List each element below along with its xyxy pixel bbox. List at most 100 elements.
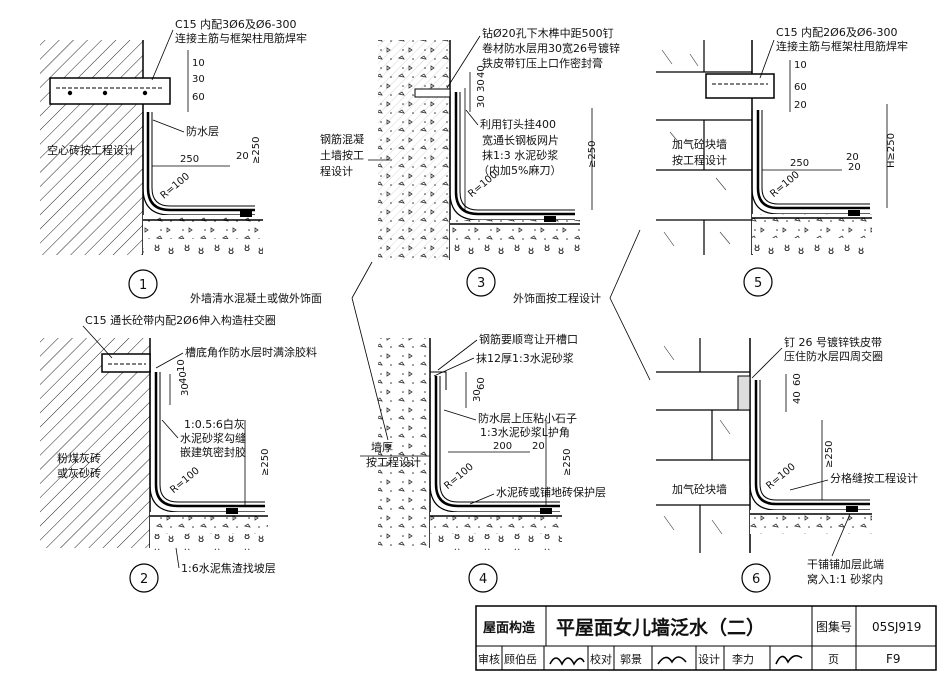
page-number: F9 — [886, 652, 901, 666]
svg-text:60: 60 — [476, 377, 487, 390]
svg-text:250: 250 — [180, 154, 199, 165]
detail-2: C15 通长砼带内配2Ø6伸入构造柱交圈 槽底角作防水层时满涂胶料 1:0.5:… — [40, 313, 317, 593]
label-outer-finish: 外饰面按工程设计 — [513, 291, 601, 305]
d6-side-note: 分格缝按工程设计 — [830, 471, 918, 485]
d5-wall-label-1: 加气砼块墙 — [672, 137, 727, 151]
atlas-number: 05SJ919 — [872, 620, 921, 634]
svg-text:20: 20 — [794, 100, 807, 111]
d2-slope-label: 1:6水泥焦渣找坡层 — [181, 561, 276, 575]
d2-note-mortar-3: 嵌建筑密封胶 — [180, 445, 246, 459]
svg-text:审核: 审核 — [478, 652, 500, 666]
d3-note-5: 宽通长钢板网片 — [482, 133, 559, 147]
d3-note-2: 卷材防水层用30宽26号镀锌 — [482, 41, 620, 55]
aerated-block-wall — [656, 338, 750, 553]
fly-ash-brick-wall — [40, 338, 150, 548]
svg-text:20: 20 — [236, 151, 249, 162]
d4-note-2: 抹12厚1:3水泥砂浆 — [476, 351, 574, 365]
svg-text:200: 200 — [493, 441, 512, 452]
d3-wall-label-1: 钢筋混凝 — [320, 132, 364, 146]
d2-number: 2 — [140, 572, 148, 587]
center-leaders: 外墙清水混凝土或做外饰面 外饰面按工程设计 — [190, 229, 651, 441]
d4-wall-label-2: 按工程设计 — [366, 455, 421, 469]
d3-wall-label-2: 土墙按工 — [320, 148, 364, 162]
d3-note-7: （内加5%麻刀） — [478, 163, 561, 177]
d1-wall-label: 空心砖按工程设计 — [47, 143, 135, 157]
d4-note-3: 防水层上压粘小石子 — [478, 411, 577, 425]
d1-number: 1 — [139, 278, 147, 293]
d4-note-1: 钢筋要顺弯让开槽口 — [479, 332, 578, 346]
d2-note-mortar-2: 水泥砂浆勾缝 — [180, 431, 246, 445]
d3-number: 3 — [477, 276, 485, 291]
svg-text:30: 30 — [180, 383, 191, 396]
d6-wall-label: 加气砼块墙 — [672, 482, 727, 496]
svg-text:≥250: ≥250 — [562, 449, 573, 476]
d6-note-2: 压住防水层四周交圈 — [784, 349, 883, 363]
svg-text:20: 20 — [846, 152, 859, 163]
d4-wall-label-1: 墙厚 — [371, 440, 393, 454]
svg-text:≥250: ≥250 — [824, 441, 835, 468]
detail-5: C15 内配2Ø6及Ø6-300 连接主筋与框架柱甩筋焊牢 加气砼块墙 按工程设… — [656, 25, 908, 297]
sheet-title: 平屋面女儿墙泛水（二） — [556, 616, 765, 639]
flashing-line — [142, 112, 255, 216]
d3-note-1: 钻Ø20孔下木榫中距500钉 — [482, 26, 614, 40]
d6-bottom-note-1: 干铺铺加层此端 — [807, 558, 884, 571]
svg-text:30: 30 — [476, 95, 487, 108]
detail-4: 钢筋要顺弯让开槽口 抹12厚1:3水泥砂浆 防水层上压粘小石子 1:3水泥砂浆L… — [360, 332, 606, 593]
detail-3: 钻Ø20孔下木榫中距500钉 卷材防水层用30宽26号镀锌 铁皮带钉压上口作密封… — [320, 26, 620, 297]
detail-1: C15 内配3Ø6及Ø6-300 连接主筋与框架柱甩筋焊牢 防水层 空心砖按工程… — [40, 17, 307, 299]
svg-text:校对: 校对 — [590, 652, 612, 666]
d5-number: 5 — [754, 276, 762, 291]
d1-waterproof-label: 防水层 — [186, 124, 219, 138]
d2-wall-label-1: 粉煤灰砖 — [57, 451, 101, 465]
svg-text:30: 30 — [192, 74, 205, 85]
concrete-band — [101, 353, 151, 373]
svg-text:40: 40 — [178, 371, 189, 384]
d5-note-top-2: 连接主筋与框架柱甩筋焊牢 — [776, 39, 908, 53]
d2-wall-label-2: 或灰砂砖 — [57, 466, 101, 480]
d3-note-3: 铁皮带钉压上口作密封膏 — [482, 56, 603, 70]
checker-name: 郭景 — [620, 653, 642, 666]
d3-note-6: 抹1:3 水泥砂浆 — [482, 148, 558, 162]
svg-text:R=100: R=100 — [768, 169, 801, 200]
svg-text:≥250: ≥250 — [260, 449, 271, 476]
svg-text:R=100: R=100 — [442, 461, 475, 492]
d2-note-mortar-1: 1:0.5:6白灰 — [184, 417, 245, 431]
svg-text:H≥250: H≥250 — [886, 133, 897, 168]
svg-text:10: 10 — [192, 58, 205, 69]
svg-text:40: 40 — [476, 65, 487, 78]
svg-text:R=100: R=100 — [168, 465, 201, 496]
svg-text:10: 10 — [176, 359, 187, 372]
svg-text:60: 60 — [792, 373, 803, 386]
detail-6: 钉 26 号镀锌铁皮带 压住防水层四周交圈 加气砼块墙 分格缝按工程设计 干铺铺… — [656, 335, 918, 593]
svg-text:250: 250 — [790, 158, 809, 169]
svg-text:页: 页 — [828, 653, 839, 666]
reviewer-name: 顾伯岳 — [504, 652, 537, 666]
title-block: 屋面构造 平屋面女儿墙泛水（二） 图集号 05SJ919 审核 顾伯岳 校对 郭… — [475, 605, 937, 671]
d4-note-4: 1:3水泥砂浆L护角 — [480, 425, 570, 439]
svg-text:40: 40 — [792, 391, 803, 404]
svg-text:R=100: R=100 — [764, 461, 797, 492]
title-category: 屋面构造 — [483, 620, 536, 636]
d1-note-top-2: 连接主筋与框架柱甩筋焊牢 — [175, 31, 307, 45]
d5-wall-label-2: 按工程设计 — [672, 153, 727, 167]
reviewer-signature — [549, 657, 585, 666]
svg-text:10: 10 — [794, 60, 807, 71]
d3-wall-label-3: 程设计 — [320, 165, 353, 178]
atlas-label: 图集号 — [816, 619, 852, 634]
svg-text:≥250: ≥250 — [251, 137, 262, 164]
d2-note-top: C15 通长砼带内配2Ø6伸入构造柱交圈 — [85, 313, 276, 327]
d2-note-groove: 槽底角作防水层时满涂胶料 — [185, 345, 317, 359]
d4-number: 4 — [479, 572, 487, 587]
svg-text:30: 30 — [472, 389, 483, 402]
concrete-band — [49, 77, 171, 105]
d1-note-top-1: C15 内配3Ø6及Ø6-300 — [175, 17, 296, 31]
wall-thickness — [378, 338, 430, 548]
svg-text:60: 60 — [192, 92, 205, 103]
svg-text:30: 30 — [476, 79, 487, 92]
svg-text:≥250: ≥250 — [587, 141, 598, 168]
svg-text:20: 20 — [532, 441, 545, 452]
designer-signature — [775, 654, 803, 665]
d6-note-1: 钉 26 号镀锌铁皮带 — [784, 335, 882, 349]
